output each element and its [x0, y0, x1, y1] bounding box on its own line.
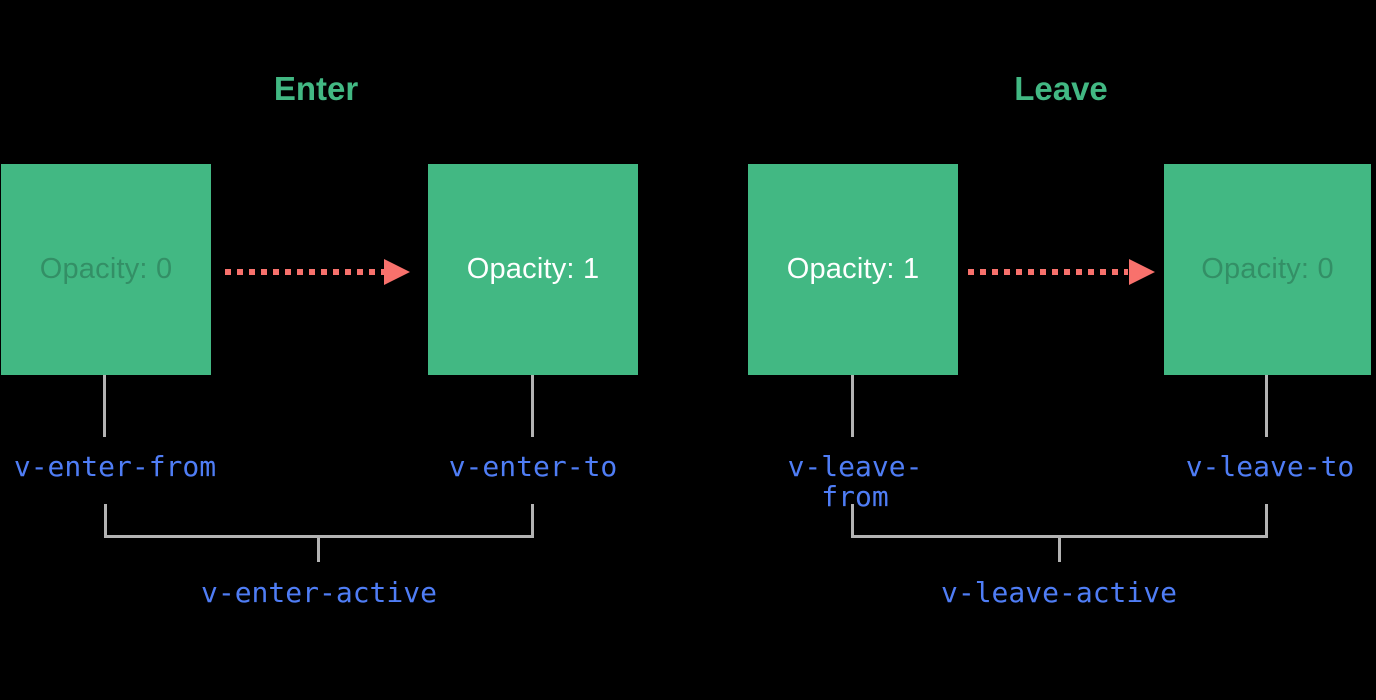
leave-dashed-arrow-line-icon [968, 269, 1128, 275]
leave-arrow-head-icon [1129, 259, 1155, 285]
leave-to-connector-line [1265, 375, 1268, 437]
enter-arrow-head-icon [384, 259, 410, 285]
leave-from-box-label: Opacity: 1 [786, 253, 920, 285]
enter-to-class-label: v-enter-to [448, 450, 618, 483]
enter-from-connector-line [103, 375, 106, 437]
leave-to-class-label: v-leave-to [1185, 450, 1355, 483]
leave-from-connector-line [851, 375, 854, 437]
enter-to-box: Opacity: 1 [428, 164, 638, 375]
enter-section-title: Enter [273, 70, 359, 107]
enter-active-bracket [104, 504, 534, 538]
leave-active-bracket-stem [1058, 538, 1061, 562]
enter-from-box: Opacity: 0 [1, 164, 211, 375]
enter-active-bracket-stem [317, 538, 320, 562]
leave-active-bracket [851, 504, 1268, 538]
enter-from-box-label: Opacity: 0 [39, 253, 173, 285]
leave-from-class-label: v-leave-from [787, 450, 923, 513]
enter-from-class-label: v-enter-from [13, 450, 217, 483]
leave-section-title: Leave [1014, 70, 1108, 107]
leave-to-box: Opacity: 0 [1164, 164, 1371, 375]
leave-from-box: Opacity: 1 [748, 164, 958, 375]
enter-dashed-arrow-line-icon [225, 269, 385, 275]
enter-to-connector-line [531, 375, 534, 437]
enter-to-box-label: Opacity: 1 [466, 253, 600, 285]
enter-active-class-label: v-enter-active [200, 576, 437, 609]
leave-active-class-label: v-leave-active [940, 576, 1177, 609]
leave-to-box-label: Opacity: 0 [1201, 253, 1334, 285]
